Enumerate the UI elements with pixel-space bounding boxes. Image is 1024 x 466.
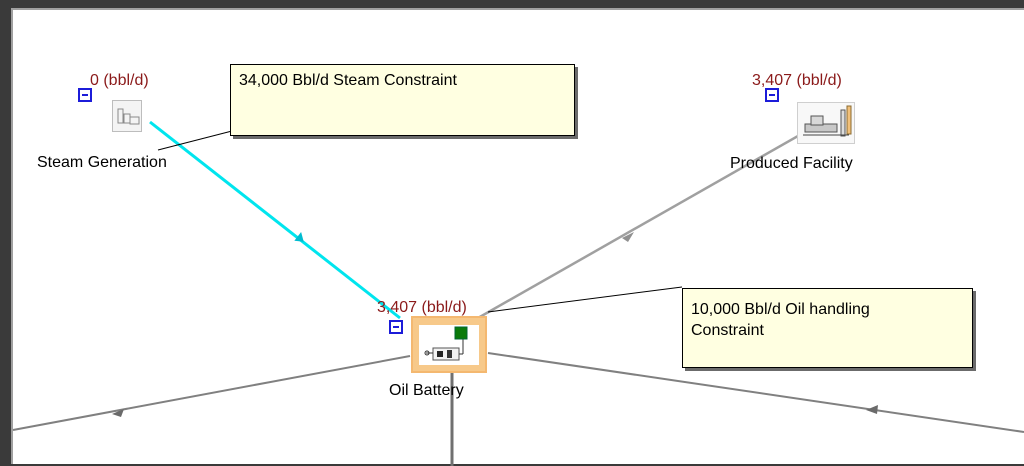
oil-constraint-text-line2: Constraint xyxy=(691,322,764,339)
note-leader-oil xyxy=(487,286,683,313)
flow-arrow-icon xyxy=(112,409,124,417)
oil-constraint-note[interactable]: 10,000 Bbl/d Oil handling Constraint xyxy=(682,288,973,368)
collapse-toggle-icon[interactable] xyxy=(78,88,92,102)
oil-battery-selection[interactable] xyxy=(411,316,487,373)
steam-constraint-note[interactable]: 34,000 Bbl/d Steam Constraint xyxy=(230,64,575,136)
note-leader-steam xyxy=(157,130,233,151)
flow-arrow-icon xyxy=(866,405,878,414)
oil-constraint-text-line1: 10,000 Bbl/d Oil handling xyxy=(691,301,870,318)
steam-generator-icon[interactable] xyxy=(112,100,142,132)
link-left-to-oil-battery[interactable] xyxy=(12,355,411,431)
link-oil-battery-to-produced-facility[interactable] xyxy=(477,126,813,320)
flow-arrow-icon xyxy=(622,232,634,242)
produced-facility-label: Produced Facility xyxy=(730,155,853,172)
link-right-to-oil-battery[interactable] xyxy=(487,352,1024,433)
oil-battery-flow: 3,407 (bbl/d) xyxy=(377,299,467,316)
link-steam-to-oil-battery[interactable] xyxy=(149,120,401,320)
flow-arrow-icon xyxy=(294,232,304,242)
steam-generation-flow: 0 (bbl/d) xyxy=(90,72,149,89)
oil-battery-icon xyxy=(419,325,479,365)
collapse-toggle-icon[interactable] xyxy=(765,88,779,102)
steam-constraint-text: 34,000 Bbl/d Steam Constraint xyxy=(239,72,457,89)
produced-facility-flow: 3,407 (bbl/d) xyxy=(752,72,842,89)
collapse-toggle-icon[interactable] xyxy=(389,320,403,334)
steam-generation-label: Steam Generation xyxy=(37,154,167,171)
oil-battery-label: Oil Battery xyxy=(389,382,464,399)
produced-facility-icon[interactable] xyxy=(797,102,855,144)
